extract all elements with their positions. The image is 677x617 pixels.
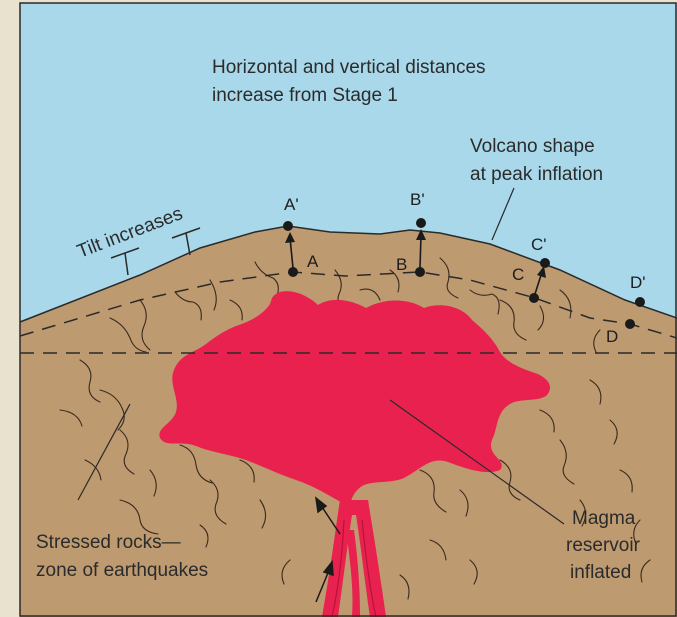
- volcano-shape-line-2: at peak inflation: [470, 164, 603, 185]
- point-C-prime: [540, 258, 550, 268]
- label-C-prime: C': [531, 235, 547, 254]
- magma-line-2: reservoir: [566, 535, 641, 556]
- stressed-rocks-line-2: zone of earthquakes: [36, 560, 208, 581]
- label-A: A: [307, 252, 319, 271]
- point-A: [288, 267, 298, 277]
- label-B: B: [396, 255, 407, 274]
- magma-line-3: inflated: [570, 562, 631, 583]
- title-line-1: Horizontal and vertical distances: [212, 57, 486, 78]
- point-B-prime: [416, 218, 426, 228]
- title-line-2: increase from Stage 1: [212, 85, 398, 106]
- label-A-prime: A': [284, 195, 299, 214]
- magma-line-1: Magma: [572, 508, 636, 529]
- volcano-shape-line-1: Volcano shape: [470, 136, 595, 157]
- point-D: [625, 319, 635, 329]
- point-D-prime: [635, 297, 645, 307]
- label-D: D: [606, 327, 618, 346]
- stressed-rocks-line-1: Stressed rocks—: [36, 532, 181, 553]
- point-C: [529, 293, 539, 303]
- label-B-prime: B': [410, 190, 425, 209]
- point-B: [415, 267, 425, 277]
- label-C: C: [512, 265, 524, 284]
- point-A-prime: [283, 221, 293, 231]
- label-D-prime: D': [630, 273, 646, 292]
